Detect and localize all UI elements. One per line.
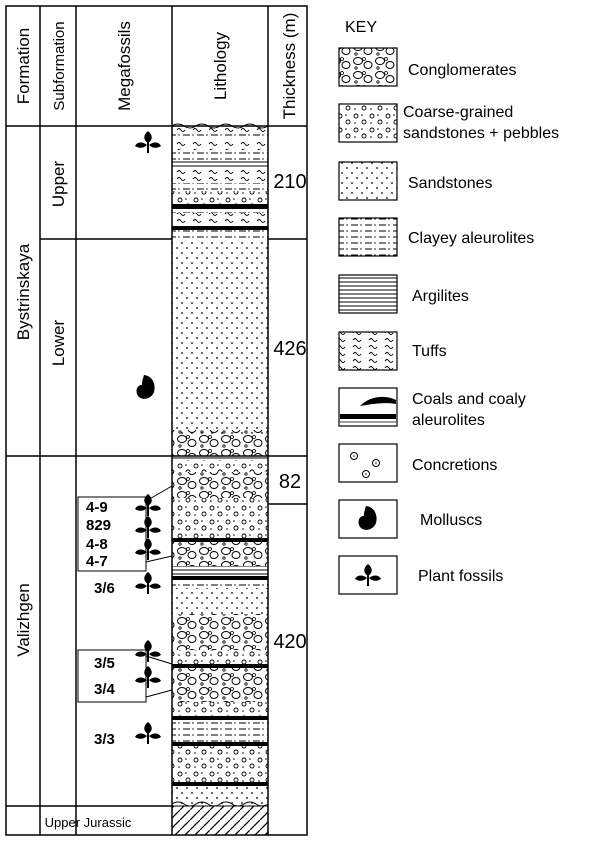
megafossil-symbols <box>134 130 162 745</box>
plant-fossil-icon <box>134 721 162 745</box>
fossil-label: 3/3 <box>94 731 115 748</box>
formation-valizhgen: Valizhgen <box>14 583 33 656</box>
key-label: Coarse-grained <box>403 104 513 121</box>
lithology-tuff-layer <box>172 167 268 183</box>
lithology-coal-layer <box>172 538 268 542</box>
key-title: KEY <box>345 19 377 36</box>
lithology-coal-layer <box>172 716 268 720</box>
lithology-clay-layer <box>172 230 268 239</box>
key-label: Conglomerates <box>408 62 517 79</box>
lithology-argilite-layer <box>172 456 268 460</box>
fossil-label: 3/4 <box>94 681 116 698</box>
key-label: aleurolites <box>412 412 485 429</box>
key-swatch-clayey-aleurolite <box>338 217 398 257</box>
lithology-pebble-layer <box>172 746 268 782</box>
plant-fossil-icon <box>134 130 162 154</box>
key-label: Concretions <box>412 457 497 474</box>
key-label: Clayey aleurolites <box>408 230 534 247</box>
lithology-column <box>171 123 269 835</box>
fossil-label: 829 <box>86 517 111 534</box>
lithology-clay-layer <box>172 150 268 160</box>
subformation-header: Subformation <box>51 21 68 110</box>
lithology-clay-layer <box>172 134 268 140</box>
lithology-clay-layer <box>172 183 268 191</box>
mollusc-icon <box>136 375 155 399</box>
lithology-argilite-layer <box>172 566 268 576</box>
lithology-conglomerate-layer <box>172 614 268 650</box>
key-swatch-argilite <box>338 274 398 314</box>
lithology-conglomerate-layer <box>172 668 268 702</box>
fossil-label: 3/5 <box>94 655 115 672</box>
lithology-coal-layer <box>172 664 268 668</box>
key-swatch-coarse-sandstone <box>338 103 398 143</box>
fossil-label: 4-9 <box>86 499 108 516</box>
key-label: Argilites <box>412 288 469 305</box>
plant-fossil-icon <box>134 639 162 663</box>
lithology-coal-layer <box>172 742 268 746</box>
plant-fossil-icon <box>134 515 162 539</box>
lithology-tuff-layer <box>172 126 268 134</box>
subformation-upper: Upper <box>49 161 68 208</box>
lithology-conglomerate-layer <box>172 542 268 566</box>
key-label: Tuffs <box>412 343 447 360</box>
lithology-argilite-layer <box>172 160 268 167</box>
megafossils-header: Megafossils <box>115 21 134 111</box>
fossil-label: 4-7 <box>86 553 108 570</box>
lithology-clay-layer <box>172 720 268 742</box>
column-grid <box>5 5 308 836</box>
upper-jurassic-label: Upper Jurassic <box>45 815 132 830</box>
key-legend: KEY Conglomerates Coarse-grained sandsto… <box>338 19 559 595</box>
key-label: sandstones + pebbles <box>403 125 559 142</box>
plant-fossil-icon <box>134 571 162 595</box>
fossil-label: 4-8 <box>86 536 108 553</box>
key-swatch-sandstone <box>338 161 398 201</box>
lithology-coal-layer <box>172 204 268 209</box>
lithology-basement-hatch <box>172 806 268 835</box>
lithology-tuff-layer <box>172 140 268 150</box>
lithology-sandstone-layer <box>172 239 268 435</box>
lithology-conglomerate-layer <box>172 430 268 456</box>
plant-fossil-icon <box>134 665 162 689</box>
thickness-value: 210 <box>273 171 306 193</box>
formation-header: Formation <box>14 28 33 105</box>
lithology-pebble-layer <box>172 460 268 472</box>
lithology-header: Lithology <box>211 31 230 100</box>
lithology-coal-layer <box>172 226 268 230</box>
thickness-value: 420 <box>273 631 306 653</box>
formation-bystrinskaya: Bystrinskaya <box>14 243 33 340</box>
thickness-value: 426 <box>273 338 306 360</box>
key-swatch-coal <box>338 387 398 427</box>
key-swatch-tuff <box>338 331 398 371</box>
lithology-pebble-layer <box>172 498 268 538</box>
plant-fossil-icon <box>134 537 162 561</box>
lithology-coal-layer <box>172 576 268 580</box>
lithology-clay-layer <box>172 580 268 588</box>
lithology-pebble-layer <box>172 191 268 204</box>
key-label: Molluscs <box>420 512 482 529</box>
fossil-label: 3/6 <box>94 580 115 597</box>
thickness-header: Thickness (m) <box>280 13 299 120</box>
subformation-lower: Lower <box>49 320 68 367</box>
key-swatch-conglomerate <box>338 47 398 87</box>
lithology-pebble-layer <box>172 702 268 716</box>
key-swatch-concretion <box>338 443 398 483</box>
lithology-coal-layer <box>172 782 268 786</box>
key-label: Plant fossils <box>418 568 503 585</box>
thickness-value: 82 <box>279 471 301 493</box>
lithology-sandstone-layer <box>172 588 268 614</box>
key-label: Coals and coaly <box>412 391 526 408</box>
lithology-conglomerate-layer <box>172 472 268 498</box>
lithology-sandstone-layer <box>172 786 268 804</box>
lithology-clay-layer <box>172 209 268 213</box>
lithology-pebble-layer <box>172 650 268 664</box>
key-label: Sandstones <box>408 175 493 192</box>
lithology-tuff-layer <box>172 213 268 226</box>
